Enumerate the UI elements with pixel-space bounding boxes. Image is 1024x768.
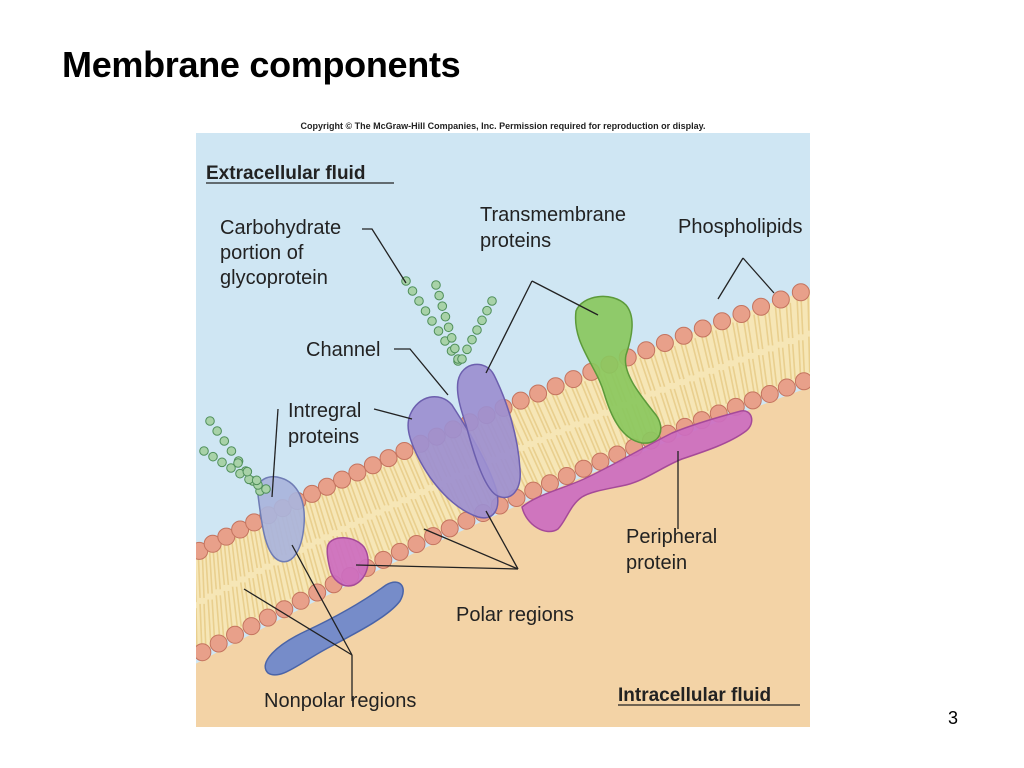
leader-transmembrane-b [531,280,599,316]
leader-polar-c [485,510,519,570]
leader-lines [243,228,775,701]
leader-channel [394,348,449,396]
transmembrane-label-line-1: Transmembrane [480,204,626,226]
polar-region-protein [326,537,369,587]
peripheral-label-line-1: Peripheral [626,526,717,548]
leader-polar-a [355,564,519,570]
leader-integral-b [373,408,413,420]
carbohydrate-label: Carbohydrate portion of glycoprotein [220,217,347,289]
nonpolar-protein [264,581,404,676]
transmembrane-protein [574,295,662,444]
leader-phospholipids-b [742,257,775,294]
channel-label: Channel [306,339,381,361]
phospholipids-label: Phospholipids [678,216,803,238]
intracellular-label: Intracellular fluid [618,685,771,706]
copyright-notice: Copyright © The McGraw-Hill Companies, I… [300,121,706,131]
polar-label: Polar regions [456,604,574,626]
carbohydrate-chains [199,276,497,496]
peripheral-protein [521,410,753,533]
transmembrane-label-line-2: proteins [480,230,551,252]
slide-number: 3 [948,708,959,728]
leader-transmembrane-a [485,280,533,374]
channel-protein [407,363,521,519]
leader-integral-a [271,408,279,498]
integral-label-line-1: Intregral [288,400,361,422]
leader-carbohydrate [362,228,407,284]
leader-nonpolar-a [243,588,353,656]
carbohydrate-label-line-2: portion of [220,242,304,264]
peripheral-label-line-2: protein [626,552,687,574]
leader-phospholipids-a [717,257,744,300]
nonpolar-label: Nonpolar regions [264,690,416,712]
peripheral-label: Peripheral protein [626,526,723,574]
leader-nonpolar-b [291,544,353,656]
integral-protein [256,476,306,563]
leader-polar-b [423,528,519,570]
carbohydrate-label-line-3: glycoprotein [220,267,328,289]
extracellular-label: Extracellular fluid [206,163,365,184]
transmembrane-label: Transmembrane proteins [480,204,632,252]
slide-title: Membrane components [62,44,461,85]
integral-label: Intregral proteins [288,400,367,448]
membrane-diagram: Extracellular fluid Intracellular fluid … [196,133,810,727]
carbohydrate-label-line-1: Carbohydrate [220,217,341,239]
integral-label-line-2: proteins [288,426,359,448]
